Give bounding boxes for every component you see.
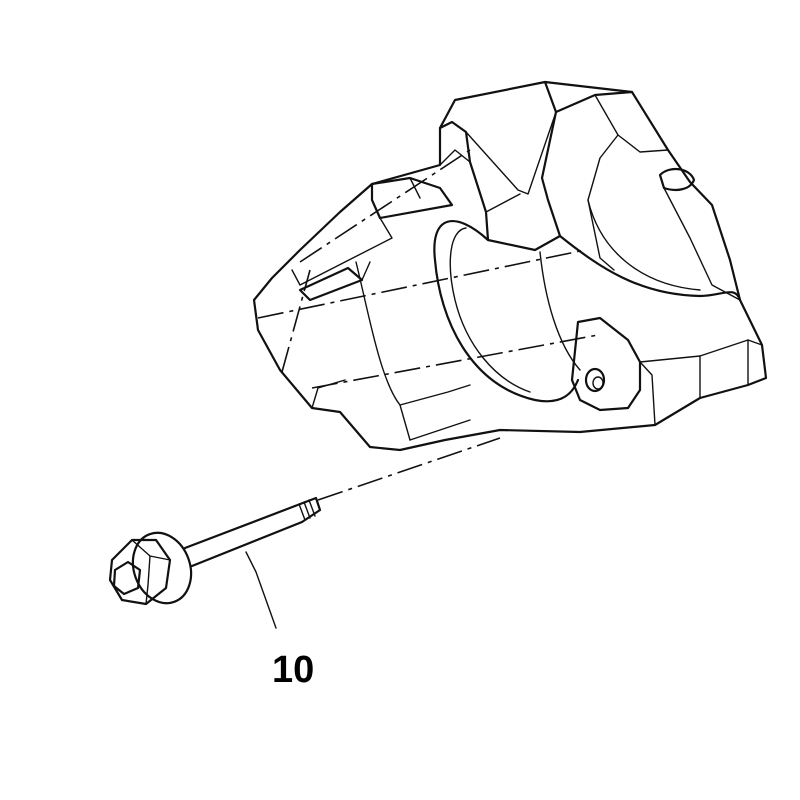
bolt xyxy=(108,496,322,606)
assembly-centerline xyxy=(317,437,501,501)
hidden-edges xyxy=(257,149,599,389)
bracket-housing xyxy=(252,80,768,452)
callout-leader-10 xyxy=(245,551,277,629)
callout-number-10: 10 xyxy=(272,649,314,691)
